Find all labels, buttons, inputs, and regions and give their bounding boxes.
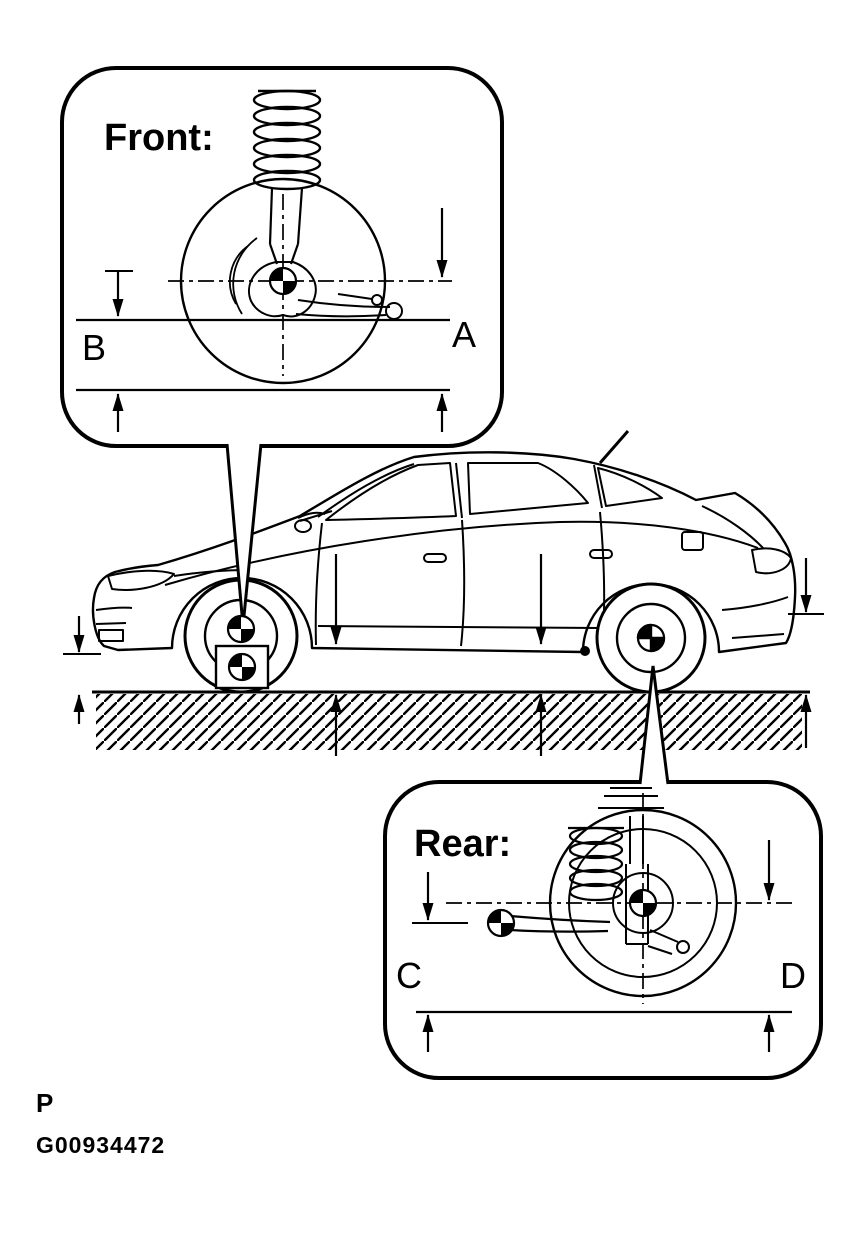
front-bumper-line-2 <box>95 622 127 625</box>
rear-hub-circle <box>612 872 674 934</box>
rear-bumper-line-1 <box>721 596 789 611</box>
rear-bracket <box>647 929 690 955</box>
front-callout-bubble <box>60 66 504 448</box>
front-coil-spring <box>252 89 322 191</box>
rear-dimension-lines <box>412 840 792 1052</box>
cg-marker-icon <box>628 888 658 918</box>
rear-door-handle <box>589 549 613 559</box>
brake-rotor-arc-1 <box>229 245 249 305</box>
car-body-outline <box>91 451 797 654</box>
car-details <box>95 430 792 651</box>
front-grille <box>98 629 124 642</box>
headlight <box>107 569 175 591</box>
figure-id: G00934472 <box>36 1132 165 1158</box>
tie-rod <box>337 293 383 306</box>
car-side-view <box>91 430 797 694</box>
page-mark: P <box>36 1088 53 1118</box>
rear-bumper-clearance-arrows <box>788 558 824 748</box>
cg-marker-icon <box>268 266 298 296</box>
windshield-inner-line <box>317 463 415 518</box>
rear-callout: Rear: <box>383 665 823 1080</box>
rear-callout-title: Rear: <box>414 823 511 865</box>
dim-b-label: B <box>82 327 106 368</box>
front-bumper-line-1 <box>95 606 133 611</box>
cg-marker-icon <box>636 623 666 653</box>
brake-rotor-arc-2 <box>232 237 258 315</box>
antenna <box>598 430 630 464</box>
quarter-window <box>597 467 663 507</box>
body-height-dimension-arrows <box>63 554 824 756</box>
front-wheel-markers <box>214 614 270 690</box>
front-callout-title: Front: <box>104 117 214 159</box>
front-strut-body <box>268 187 304 265</box>
wiper <box>299 510 333 522</box>
hatch-glass-line <box>701 505 765 550</box>
rear-door-window <box>467 462 589 515</box>
rear-callout-pointer <box>638 665 670 785</box>
front-door-front-edge <box>314 522 323 646</box>
taillight <box>751 547 792 575</box>
front-door-rear-edge <box>460 519 466 647</box>
cg-marker-icon <box>227 652 257 682</box>
rear-coil-spring <box>568 826 624 902</box>
lower-door-crease <box>317 625 601 629</box>
rear-callout-bubble <box>383 780 823 1080</box>
rear-bumper-line-2 <box>731 633 785 639</box>
front-suspension-drawing <box>168 89 452 385</box>
front-callout: Front: <box>60 66 504 627</box>
front-door-window <box>325 462 457 521</box>
front-bumper-clearance-arrows <box>63 616 101 724</box>
ground <box>92 690 810 750</box>
c-pillar-line <box>593 464 603 509</box>
fuel-lid <box>681 531 704 551</box>
rear-lateral-arm <box>509 914 611 933</box>
front-dimension-lines <box>76 208 450 432</box>
dim-a-label: A <box>452 314 476 355</box>
front-door-handle <box>423 553 447 563</box>
b-pillar-line <box>455 462 463 519</box>
dim-d-label: D <box>780 955 806 996</box>
dim-c-label: C <box>396 955 422 996</box>
cg-marker-icon <box>486 908 516 938</box>
cg-marker-icon <box>226 614 256 644</box>
ground-hatch <box>96 694 802 750</box>
rear-reference-dot <box>580 646 590 656</box>
